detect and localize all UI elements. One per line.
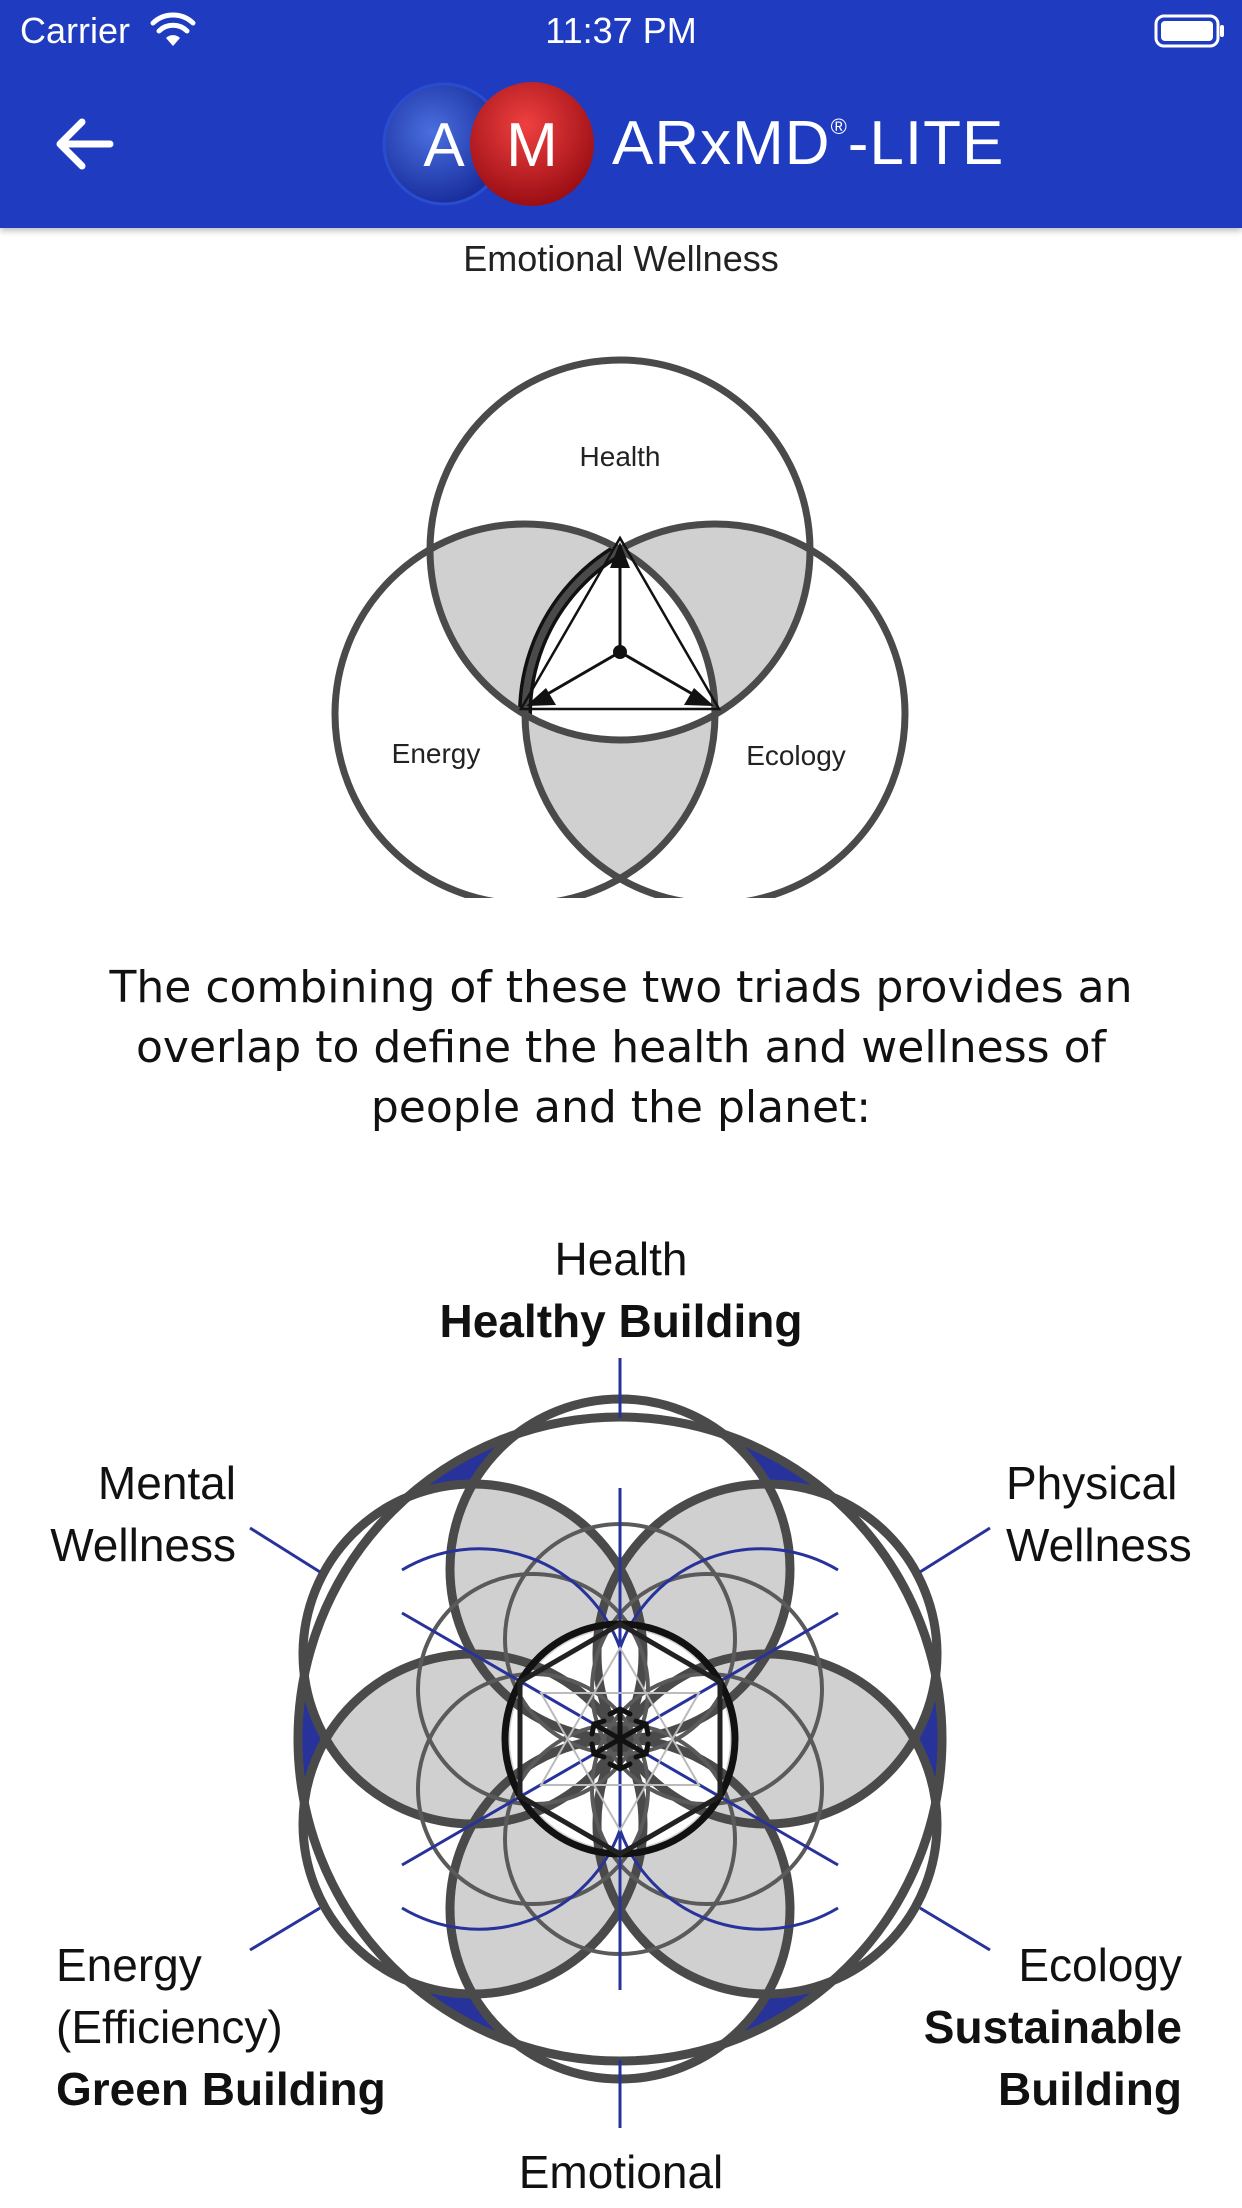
physical-wellness-text: Wellness — [1006, 1519, 1192, 1571]
brand-name: ARxMD — [612, 109, 831, 178]
energy-efficiency-label: Energy (Efficiency) Green Building — [56, 1934, 456, 2120]
app-title: ARxMD®-LITE — [612, 108, 1004, 179]
flower-health-label: Health Healthy Building — [0, 1228, 1242, 1352]
wifi-icon — [150, 12, 196, 46]
emotional-label: Emotional — [0, 2141, 1242, 2203]
venn-health-label: Health — [580, 441, 661, 472]
ecology-sustainable-label: Ecology Sustainable Building — [800, 1934, 1182, 2120]
green-building-text: Green Building — [56, 2063, 386, 2115]
mental-wellness-text: Wellness — [50, 1519, 236, 1571]
energy-text: Energy — [56, 1939, 202, 1991]
logo-letter-a: A — [423, 111, 465, 180]
health-text: Health — [554, 1233, 688, 1285]
clock: 11:37 PM — [545, 10, 697, 51]
venn-energy-label: Energy — [392, 738, 481, 769]
venn-diagram-health-energy-ecology: Health Energy Ecology — [331, 356, 909, 898]
sustainable-text: Sustainable — [923, 2001, 1182, 2053]
healthy-building-text: Healthy Building — [439, 1295, 803, 1347]
ecology-text: Ecology — [1018, 1939, 1182, 1991]
app-header: Carrier 11:37 PM A M — [0, 0, 1242, 228]
emotional-wellness-caption: Emotional Wellness — [463, 238, 779, 279]
mental-wellness-label: Mental Wellness — [46, 1452, 236, 1576]
flower-of-life-diagram — [249, 1358, 991, 2128]
physical-text: Physical — [1006, 1457, 1178, 1509]
registered-mark: ® — [830, 114, 848, 139]
sustainable-building-text: Building — [998, 2063, 1182, 2115]
emotional-text: Emotional — [518, 2146, 724, 2198]
physical-wellness-label: Physical Wellness — [1006, 1452, 1226, 1576]
back-arrow-icon[interactable] — [52, 112, 116, 176]
app-logo: A M — [382, 82, 594, 206]
carrier-label: Carrier — [20, 10, 131, 51]
brand-suffix: -LITE — [847, 109, 1005, 178]
battery-icon — [1154, 14, 1224, 48]
scroll-content[interactable]: Emotional Wellness — [0, 228, 1242, 2208]
logo-letter-m: M — [506, 111, 558, 180]
status-bar: Carrier 11:37 PM — [0, 0, 1242, 62]
triad-description: The combining of these two triads provid… — [109, 962, 1133, 1133]
efficiency-text: (Efficiency) — [56, 2001, 283, 2053]
mental-text: Mental — [97, 1457, 236, 1509]
venn-ecology-label: Ecology — [746, 740, 846, 771]
